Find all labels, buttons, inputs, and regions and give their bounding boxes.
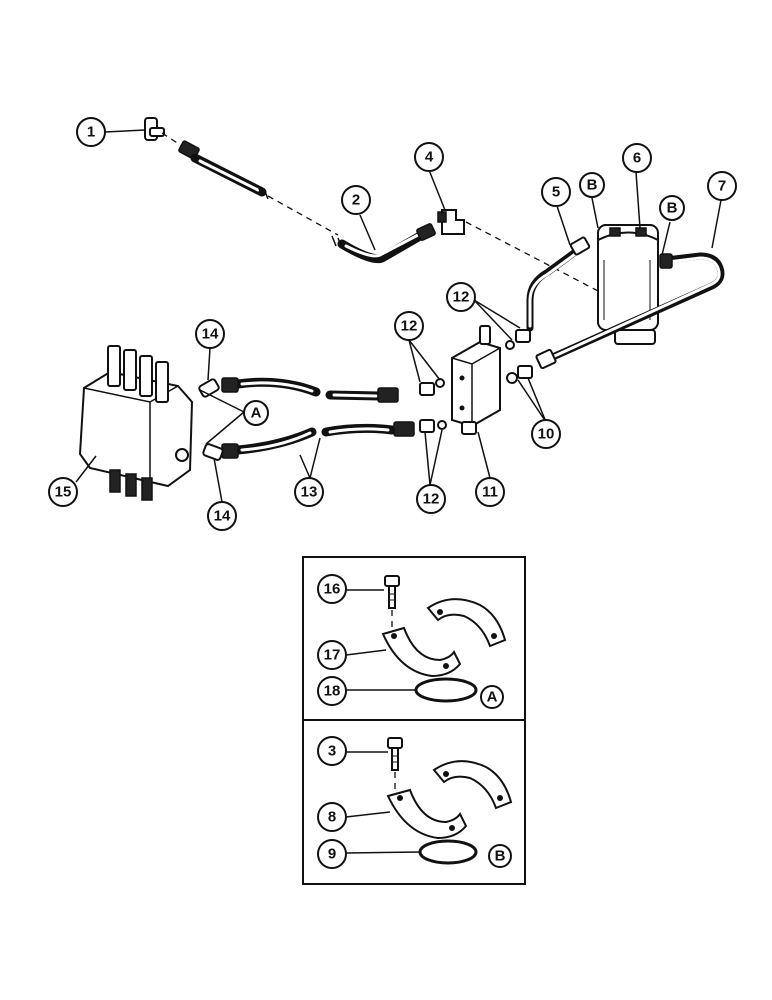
callout-6: 6 xyxy=(622,143,652,173)
callout-1: 1 xyxy=(76,117,106,147)
dash-4 xyxy=(465,221,601,293)
leader-17 xyxy=(345,649,387,656)
callout-4-text: 4 xyxy=(425,149,434,166)
callout-12-bottom: 12 xyxy=(416,484,446,514)
callout-14-bottom-text: 14 xyxy=(214,508,231,525)
callout-14-top-text: 14 xyxy=(202,326,219,343)
flange-half-8 xyxy=(386,788,468,840)
callout-13: 13 xyxy=(294,477,324,507)
hose-2-lower xyxy=(331,223,436,264)
callout-12-top: 12 xyxy=(446,282,476,312)
bolt-3 xyxy=(387,737,403,771)
callout-11-text: 11 xyxy=(482,484,498,501)
callout-5: 5 xyxy=(541,177,571,207)
callout-15-text: 15 xyxy=(55,484,72,501)
cylinder-6 xyxy=(597,224,659,345)
callout-12-mid-text: 12 xyxy=(401,318,418,335)
flange-half-right-a xyxy=(426,598,507,648)
callout-7-text: 7 xyxy=(718,178,726,195)
callout-14-bottom: 14 xyxy=(207,501,237,531)
flange-half-right-b xyxy=(432,760,513,810)
callout-a-inset: A xyxy=(480,685,504,709)
callout-18: 18 xyxy=(317,676,347,706)
callout-18-text: 18 xyxy=(324,683,341,700)
detail-inset: 16 17 18 A xyxy=(302,556,526,885)
callout-3: 3 xyxy=(317,736,347,766)
letter-a-valve: A xyxy=(251,405,262,422)
callout-12-top-text: 12 xyxy=(453,289,470,306)
callout-16-text: 16 xyxy=(324,581,341,598)
callout-11: 11 xyxy=(475,477,505,507)
callout-17: 17 xyxy=(317,640,347,670)
callout-9-text: 9 xyxy=(328,846,336,863)
leader-lines xyxy=(75,129,722,503)
o-ring-18 xyxy=(414,677,478,703)
flange-half-17 xyxy=(381,626,462,678)
callout-a-valve: A xyxy=(243,400,269,426)
letter-a-inset: A xyxy=(487,689,498,706)
callout-b-inset: B xyxy=(488,844,512,868)
tee-fitting-1 xyxy=(144,117,165,141)
hose-2 xyxy=(178,140,269,200)
callout-1-text: 1 xyxy=(87,124,95,141)
o-ring-9 xyxy=(418,839,478,865)
control-valve-15 xyxy=(78,345,194,501)
callout-b-top-right: B xyxy=(659,195,685,221)
dash-2 xyxy=(267,195,339,236)
callout-13-text: 13 xyxy=(301,484,318,501)
elbow-fitting-4 xyxy=(437,209,465,235)
fittings-10 xyxy=(506,365,533,384)
bolt-16 xyxy=(384,575,400,609)
callout-7: 7 xyxy=(707,171,737,201)
detail-b: 3 8 9 B xyxy=(317,736,513,869)
letter-b-top-left: B xyxy=(587,177,598,194)
letter-b-inset: B xyxy=(495,848,506,865)
callout-10: 10 xyxy=(531,419,561,449)
callout-12-bottom-text: 12 xyxy=(423,491,440,508)
callout-2-text: 2 xyxy=(352,192,360,209)
callout-14-top: 14 xyxy=(195,319,225,349)
callout-9: 9 xyxy=(317,839,347,869)
leader-9 xyxy=(345,851,421,854)
hoses-13 xyxy=(221,377,415,459)
callout-10-text: 10 xyxy=(538,426,555,443)
tube-7 xyxy=(535,252,725,370)
tube-5 xyxy=(526,236,591,332)
leader-8 xyxy=(345,811,391,818)
block-11 xyxy=(451,325,501,435)
callout-b-top-left: B xyxy=(579,172,605,198)
callout-2: 2 xyxy=(341,185,371,215)
callout-6-text: 6 xyxy=(633,150,641,167)
callout-15: 15 xyxy=(48,477,78,507)
callout-3-text: 3 xyxy=(328,743,336,760)
callout-17-text: 17 xyxy=(324,647,341,664)
callout-8-text: 8 xyxy=(328,809,336,826)
callout-16: 16 xyxy=(317,574,347,604)
fittings-12 xyxy=(419,329,531,433)
callout-12-mid: 12 xyxy=(394,311,424,341)
callout-8: 8 xyxy=(317,802,347,832)
callout-5-text: 5 xyxy=(552,184,560,201)
detail-a: 16 17 18 A xyxy=(317,574,507,709)
letter-b-top-right: B xyxy=(667,200,678,217)
callout-4: 4 xyxy=(414,142,444,172)
